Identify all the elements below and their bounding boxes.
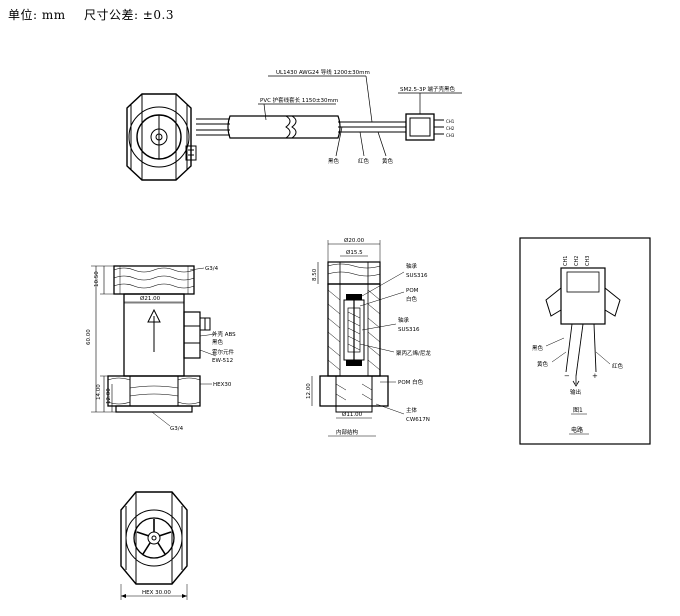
wire-color-3: 黄色 (382, 157, 394, 165)
wires (338, 121, 406, 133)
material-3-label: 霍尔元件 (212, 348, 235, 356)
wire-left-2: 黄色 (537, 360, 549, 368)
dim-total-height: 60.00 (86, 329, 92, 345)
svg-text:CH3: CH3 (446, 133, 455, 138)
pvc-spec-label: PVC 护套线套长 1150±30mm (260, 96, 338, 104)
wire-left-1: 黑色 (532, 344, 544, 352)
thread-bottom-label: G3/4 (170, 426, 184, 432)
section-dim-top-h: 8.50 (312, 268, 318, 281)
dim-bottom-b: 12.00 (106, 388, 112, 404)
section-dim-top-dia: Ø20.00 (344, 237, 365, 244)
dim-diameter: Ø21.00 (140, 295, 161, 302)
callout-body: 主体 (406, 406, 418, 414)
hex-label: HEX30 (213, 382, 232, 388)
callout-white: 白色 (406, 295, 418, 303)
figure-label: 图1 (573, 407, 583, 414)
callout-pom: POM (406, 288, 419, 294)
dim-top-height: 10.50 (94, 271, 100, 287)
callout-bearing-1: 轴承 (406, 262, 418, 270)
thread-top-label: G3/4 (205, 266, 219, 272)
cable-view: CH1 CH2 CH3 UL1430 AWG24 导线 1200±30mm PV… (126, 68, 462, 181)
section-dim-bottom-h: 12.00 (306, 383, 312, 399)
wire-color-2: 红色 (358, 157, 370, 165)
callout-rotor-material: 聚丙乙烯/尼龙 (396, 349, 431, 357)
section-dim-inner-dia: Ø15.5 (346, 249, 363, 256)
pin-ch2: CH2 (574, 256, 580, 266)
material-4-label: EW-512 (212, 358, 233, 364)
callout-pom-white: POM 白色 (398, 378, 424, 386)
side-view: 10.50 60.00 14.00 12.00 Ø21.00 G3/4 外壳 A… (86, 265, 236, 432)
sign-plus: + (592, 372, 598, 380)
bottom-view: HEX 30.00 (120, 491, 188, 600)
dim-bottom-a: 14.00 (96, 384, 102, 400)
wiring-title: 电路 (571, 426, 583, 434)
pvc-sleeve (196, 115, 341, 139)
wire-spec-label: UL1430 AWG24 导线 1200±30mm (276, 68, 370, 76)
svg-text:CH1: CH1 (446, 119, 455, 124)
connector-spec-label: SM2.5-3P 端子壳黑色 (400, 85, 456, 93)
material-1-label: 外壳 ABS (212, 330, 236, 338)
section-view: Ø20.00 Ø15.5 8.50 12.00 Ø11.00 轴承 SUS316… (306, 237, 431, 437)
section-dim-bottom-dia: Ø11.00 (342, 411, 363, 418)
callout-cw617n: CW617N (406, 417, 430, 423)
callout-sus-1: SUS316 (406, 273, 428, 279)
wire-color-1: 黑色 (328, 157, 340, 165)
hex-dimension: HEX 30.00 (142, 590, 171, 596)
section-caption: 内部结构 (336, 428, 359, 436)
callout-bearing-2: 轴承 (398, 316, 410, 324)
hex-nut (107, 375, 201, 407)
top-thread (113, 265, 195, 295)
header-units: 单位: mm 尺寸公差: ±0.3 (8, 6, 188, 23)
sign-minus: − (564, 372, 570, 380)
tolerance-text: 尺寸公差: ±0.3 (83, 8, 174, 22)
connector: CH1 CH2 CH3 (405, 113, 455, 141)
wire-right: 红色 (612, 362, 624, 370)
material-2-label: 黑色 (212, 338, 224, 346)
callout-sus-2: SUS316 (398, 327, 420, 333)
unit-text: 单位: mm (8, 8, 66, 22)
pin-ch1: CH1 (563, 256, 569, 266)
output-label: 输出 (570, 388, 581, 396)
sensor-end-view (126, 93, 197, 181)
svg-text:CH2: CH2 (446, 126, 455, 131)
pin-ch3: CH3 (585, 256, 591, 266)
wiring-diagram: CH1 CH2 CH3 黑色 黄色 红色 − + 输出 图1 电路 (519, 237, 651, 445)
